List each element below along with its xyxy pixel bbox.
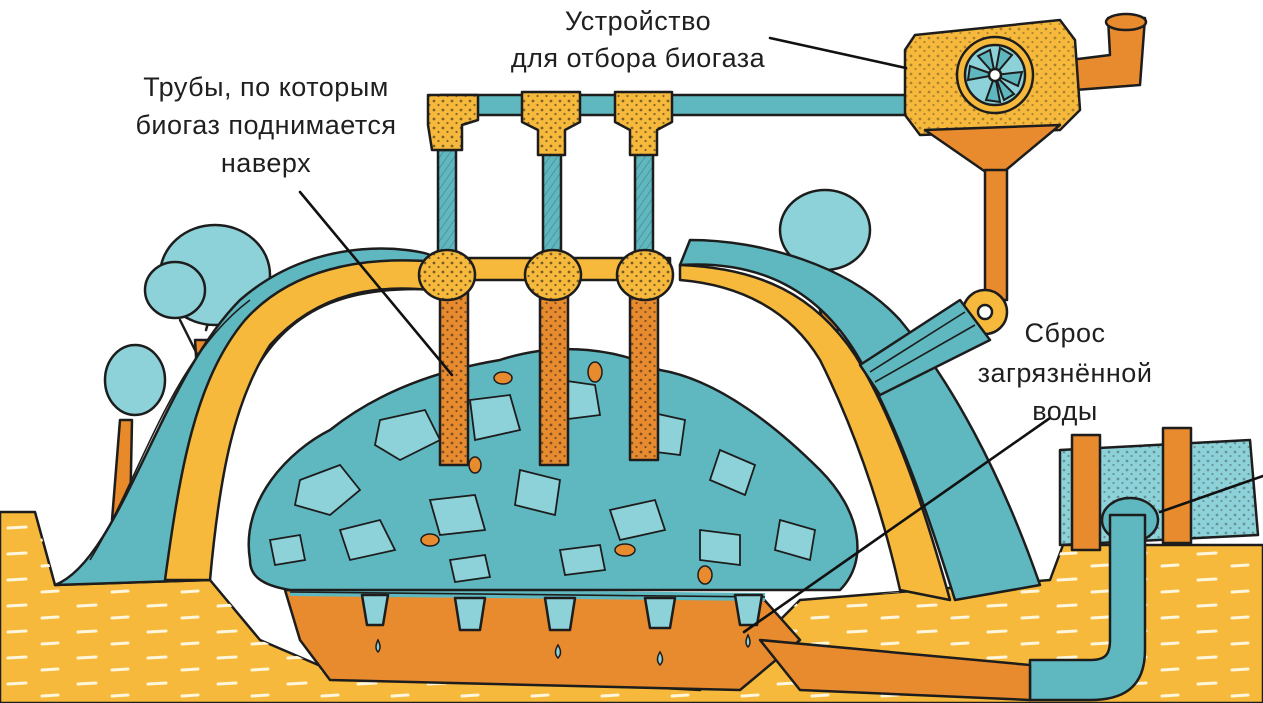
label-gas-pipes-line-3: наверх xyxy=(221,148,311,178)
label-gas-pipes-line-1: Трубы, по которым xyxy=(143,72,389,102)
label-biogas-collector-line-1: Устройство xyxy=(565,6,711,36)
label-wastewater-line-3: воды xyxy=(1032,396,1098,426)
label-biogas-collector: Устройство для отбора биогаза xyxy=(511,6,766,73)
label-gas-pipes-line-2: биогаз поднимается xyxy=(135,110,396,140)
label-wastewater-line-2: загрязнённой xyxy=(978,358,1153,388)
label-wastewater-line-1: Сброс xyxy=(1025,318,1106,348)
digester-tank xyxy=(285,590,800,690)
label-biogas-collector-line-2: для отбора биогаза xyxy=(511,43,766,73)
label-gas-pipes: Трубы, по которым биогаз поднимается нав… xyxy=(135,72,396,178)
label-wastewater: Сброс загрязнённой воды xyxy=(978,318,1153,426)
